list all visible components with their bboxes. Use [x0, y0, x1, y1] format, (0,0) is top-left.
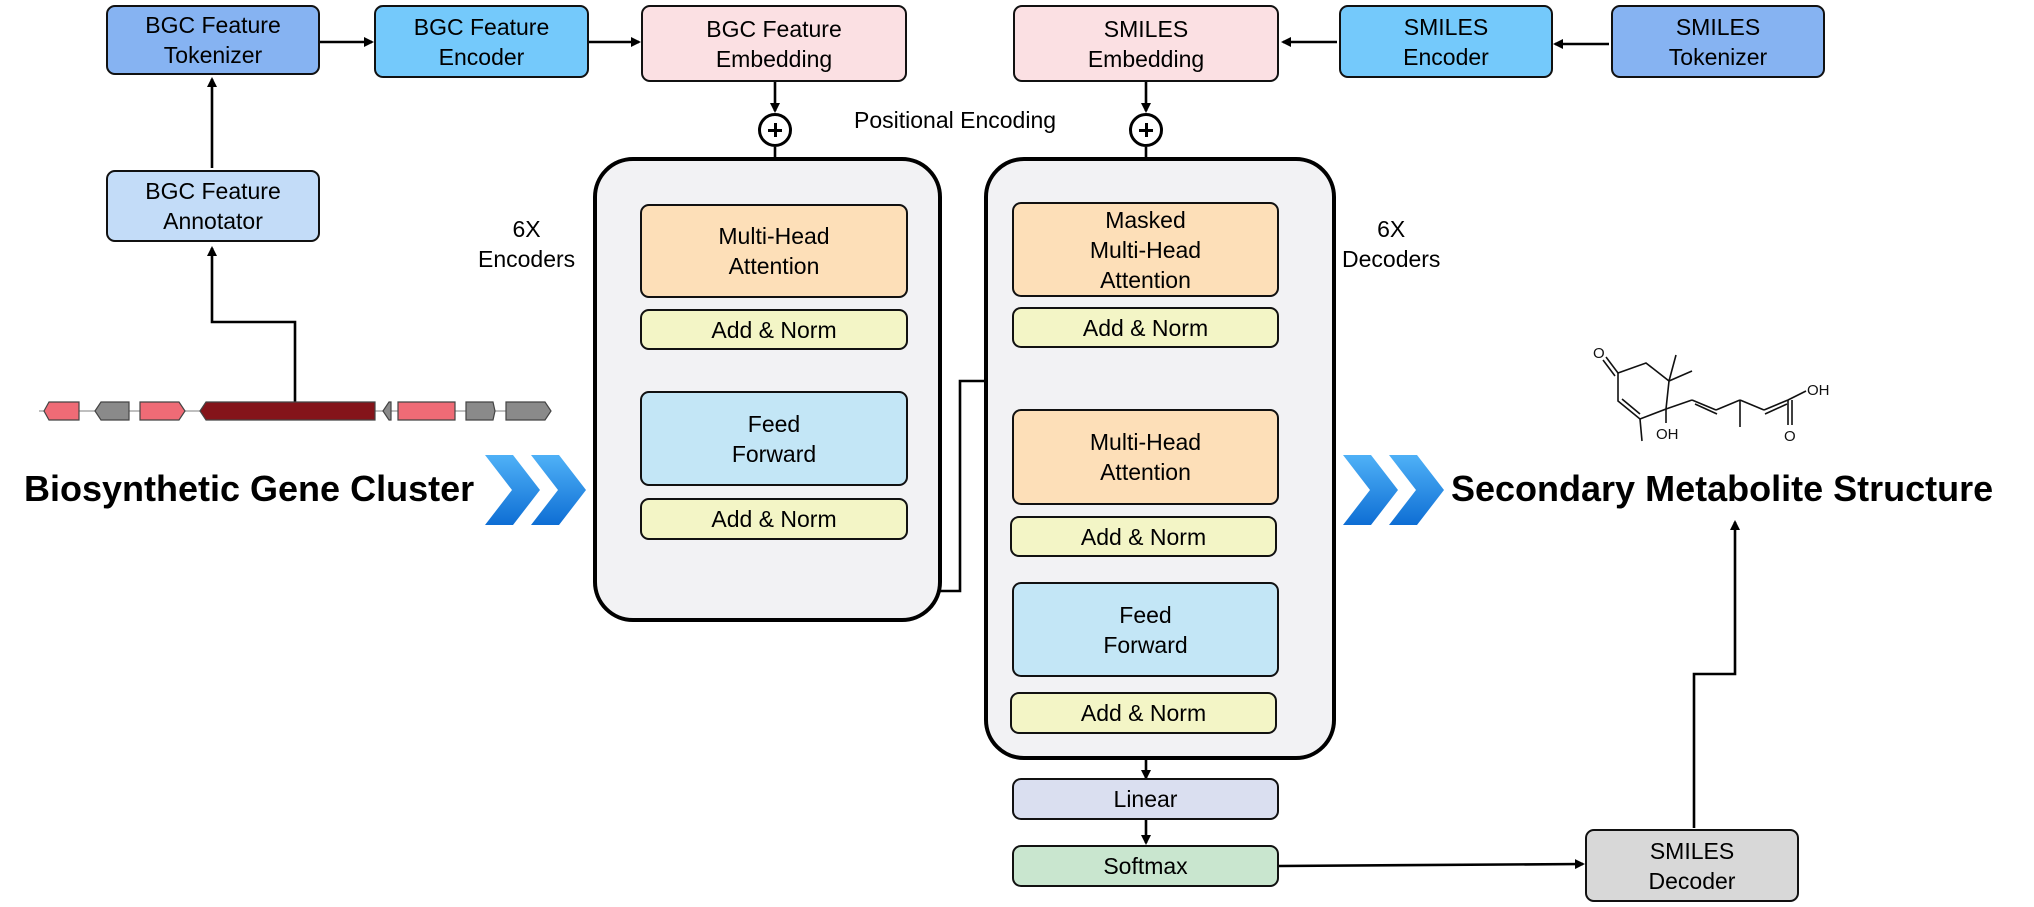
bgc-feature-embedding: BGC Feature Embedding	[641, 5, 907, 82]
smiles-encoder: SMILES Encoder	[1339, 5, 1553, 78]
input-flow-chevron-icon	[485, 455, 586, 525]
decoder-add-norm-3: Add & Norm	[1010, 692, 1277, 734]
smiles-decoder: SMILES Decoder	[1585, 829, 1799, 902]
linear-layer: Linear	[1012, 778, 1279, 820]
decoder-masked-multi-head-attention: Masked Multi-Head Attention	[1012, 202, 1279, 297]
decoders-count-label: 6X Decoders	[1342, 216, 1441, 272]
svg-text:OH: OH	[1807, 382, 1830, 399]
decoder-add-norm-1: Add & Norm	[1012, 307, 1279, 348]
svg-text:OH: OH	[1656, 426, 1679, 443]
bgc-feature-encoder: BGC Feature Encoder	[374, 5, 589, 78]
input-title: Biosynthetic Gene Cluster	[24, 468, 475, 509]
svg-text:O: O	[1593, 345, 1605, 362]
svg-text:O: O	[1784, 428, 1796, 445]
softmax-layer: Softmax	[1012, 845, 1279, 887]
output-flow-chevron-icon	[1343, 455, 1444, 525]
decoder-feed-forward: Feed Forward	[1012, 582, 1279, 677]
encoder-add-norm-2: Add & Norm	[640, 498, 908, 540]
encoder-multi-head-attention: Multi-Head Attention	[640, 204, 908, 298]
encoder-feed-forward: Feed Forward	[640, 391, 908, 486]
gene-cluster-icon	[39, 401, 552, 421]
bgc-feature-tokenizer: BGC Feature Tokenizer	[106, 5, 320, 75]
output-title: Secondary Metabolite Structure	[1451, 468, 1994, 509]
smiles-tokenizer: SMILES Tokenizer	[1611, 5, 1825, 78]
encoder-add-icon	[758, 113, 792, 147]
decoder-multi-head-attention: Multi-Head Attention	[1012, 409, 1279, 505]
decoder-add-icon	[1129, 113, 1163, 147]
encoders-count-label: 6X Encoders	[478, 216, 576, 272]
encoder-add-norm-1: Add & Norm	[640, 309, 908, 350]
decoder-add-norm-2: Add & Norm	[1010, 516, 1277, 557]
molecule-structure-icon: O OH O OH	[1593, 345, 1830, 445]
bgc-feature-annotator: BGC Feature Annotator	[106, 170, 320, 242]
positional-encoding-label: Positional Encoding	[854, 107, 1057, 133]
smiles-embedding: SMILES Embedding	[1013, 5, 1279, 82]
